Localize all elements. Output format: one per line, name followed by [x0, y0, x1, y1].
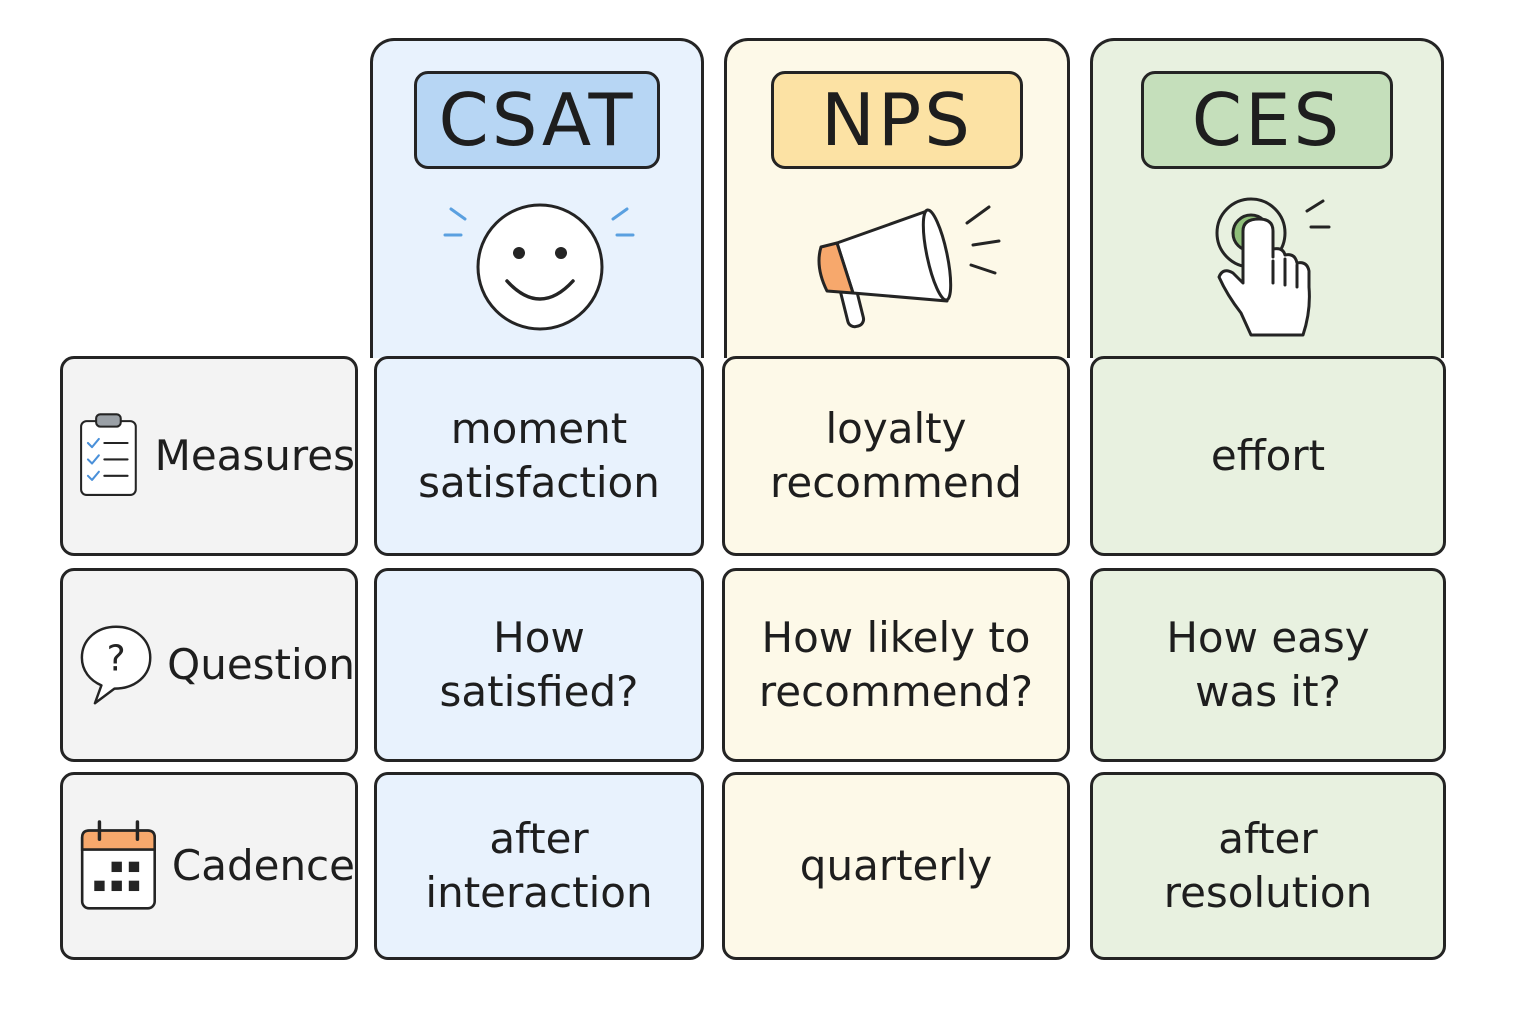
- cell-csat-cadence: after interaction: [374, 772, 704, 960]
- csat-title-pill: CSAT: [414, 71, 660, 169]
- column-header-ces: CES: [1090, 38, 1444, 358]
- cell-csat-question: How satisfied?: [374, 568, 704, 762]
- cell-nps-question: How likely to recommend?: [722, 568, 1070, 762]
- question-bubble-icon: ?: [80, 625, 152, 705]
- cell-csat-measures: moment satisfaction: [374, 356, 704, 556]
- cell-ces-question: How easy was it?: [1090, 568, 1446, 762]
- svg-text:?: ?: [107, 639, 126, 680]
- row-label-text: Question: [167, 640, 355, 689]
- cell-nps-measures: loyalty recommend: [722, 356, 1070, 556]
- ces-title-pill: CES: [1141, 71, 1393, 169]
- row-label-text: Measures: [154, 431, 355, 480]
- cell-ces-cadence: after resolution: [1090, 772, 1446, 960]
- cell-ces-measures: effort: [1090, 356, 1446, 556]
- column-header-csat: CSAT: [370, 38, 704, 358]
- megaphone-icon: [817, 205, 1001, 329]
- clipboard-checklist-icon: [80, 413, 137, 496]
- row-label-measures: Measures: [60, 356, 358, 556]
- row-label-cadence: Cadence: [60, 772, 358, 960]
- row-label-question: ? Question: [60, 568, 358, 762]
- nps-title-pill: NPS: [771, 71, 1023, 169]
- finger-tap-icon: [1215, 197, 1331, 337]
- calendar-icon: [80, 820, 156, 910]
- smiley-face-icon: [443, 203, 635, 331]
- row-label-text: Cadence: [171, 841, 355, 890]
- column-header-nps: NPS: [724, 38, 1070, 358]
- cell-nps-cadence: quarterly: [722, 772, 1070, 960]
